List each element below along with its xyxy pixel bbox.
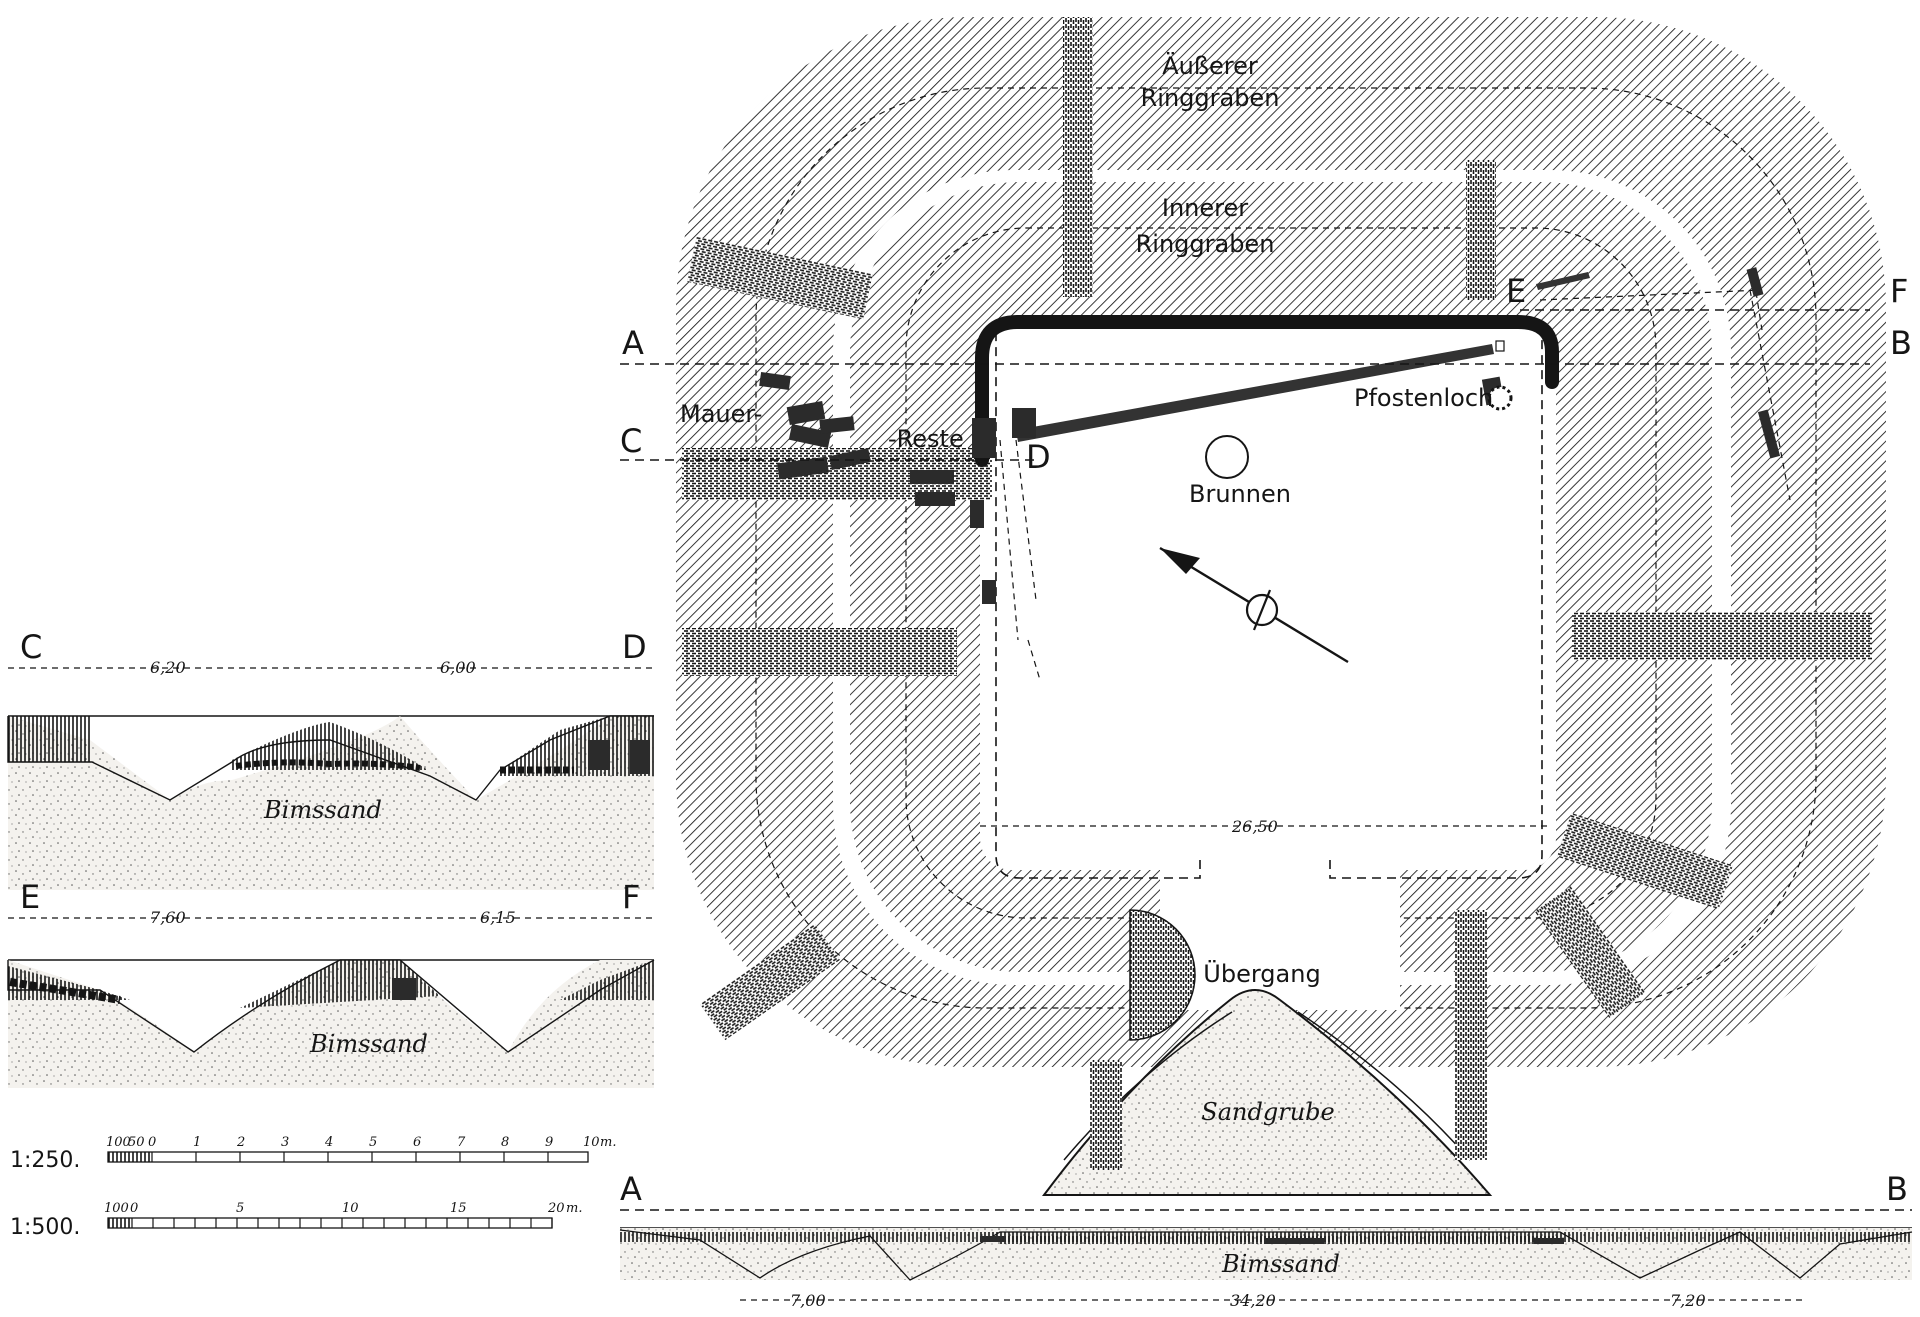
causeway-end (1129, 909, 1196, 1041)
inner-ditch-label-2: Ringgraben (1136, 230, 1275, 258)
profile-cd-right-dim: 6,00 (440, 658, 476, 677)
beam-top-right (1746, 267, 1764, 297)
profile-cd-left-letter: C (20, 628, 42, 666)
scale-250-tick-100: 100 (106, 1135, 131, 1150)
section-letter-f: F (1890, 272, 1908, 310)
wall-block-4 (970, 500, 984, 528)
profile-ab (619, 1227, 1913, 1301)
scale-250-tick-5: 5 (369, 1135, 377, 1150)
scale-500-tick-5: 5 (236, 1201, 244, 1216)
small-post-marker (1495, 340, 1505, 352)
scale-250-tick-9: 9 (545, 1135, 553, 1150)
section-letter-c: C (620, 422, 642, 460)
trench-top-right (1466, 160, 1496, 300)
interior-width-label: 26,50 (1231, 817, 1278, 836)
scale-250-unit: m. (600, 1135, 616, 1150)
section-letter-d: D (1026, 438, 1051, 476)
scale-500-tick-15: 15 (450, 1201, 467, 1216)
profile-ef-soil: Bimssand (309, 1030, 428, 1058)
interior-entrance-outline-right (1329, 330, 1543, 879)
entrance-gap (1160, 865, 1400, 1010)
section-letter-a: A (622, 324, 644, 362)
trench-diagonal-bottom-left (700, 923, 840, 1041)
profile-ab-right-dim: 7,20 (1670, 1291, 1706, 1310)
diagonal-beam (1016, 344, 1494, 442)
profile-ab-right-letter: B (1886, 1170, 1908, 1208)
scale-500-tick-100: 100 (104, 1201, 129, 1216)
profile-ab-left-dim: 7,00 (790, 1291, 826, 1310)
profile-cd-right-letter: D (622, 628, 647, 666)
profile-cd-left-dim: 6,20 (150, 658, 186, 677)
scale-250-tick-1: 1 (193, 1135, 201, 1150)
section-letter-b: B (1890, 324, 1912, 362)
scale-250-tick-0: 0 (148, 1135, 156, 1150)
trench-left-middle (682, 628, 957, 676)
sketch-dashed-beams (999, 289, 1791, 681)
trench-bottom-right (1455, 910, 1487, 1160)
scale-500-tick-10: 10 (342, 1201, 359, 1216)
interior-entrance-outline (995, 330, 1201, 879)
profile-ab-mid-dim: 34,20 (1230, 1291, 1276, 1310)
profile-ef-left-letter: E (20, 878, 40, 916)
outer-ditch-label-2: Ringgraben (1141, 84, 1280, 112)
trench-bottom-left (1090, 1060, 1122, 1170)
scale-250-tick-3: 3 (281, 1135, 289, 1150)
scale-bar-500 (107, 1217, 553, 1229)
well-symbol (1205, 435, 1249, 479)
trench-diagonal-upper-left (687, 236, 873, 320)
profile-cd-soil: Bimssand (263, 796, 382, 824)
sand-pit (1042, 989, 1493, 1196)
inner-ditch-label: Innerer (1162, 194, 1248, 222)
scale-250-tick-4: 4 (324, 1135, 333, 1150)
scale-250-tick-6: 6 (413, 1135, 421, 1150)
scale-500-tick-0: 0 (130, 1201, 138, 1216)
section-letter-e: E (1506, 272, 1526, 310)
wall-block-1 (1012, 408, 1036, 438)
crossing-label: Übergang (1203, 959, 1320, 988)
scale-500-tick-20: 20 (547, 1201, 565, 1216)
scale-500-unit: m. (566, 1201, 582, 1216)
wall-remains-fragments (759, 371, 955, 506)
scale-250-tick-2: 2 (236, 1135, 245, 1150)
scale-250-label: 1:250. (10, 1148, 80, 1173)
trench-right-inner-diagonal (1534, 886, 1646, 1018)
outer-ditch-label: Äußerer (1162, 51, 1258, 80)
scale-250-tick-7: 7 (457, 1135, 466, 1150)
sand-pit-label: Sandgrube (1201, 1098, 1334, 1126)
beam-to-f (1536, 272, 1590, 290)
scale-250-tick-50: 50 (128, 1135, 145, 1150)
post-hole-symbol (1487, 385, 1513, 411)
profile-ef (7, 917, 655, 1088)
trench-right-middle (1572, 612, 1872, 660)
scale-bar-250 (107, 1151, 589, 1163)
scale-250-tick-8: 8 (501, 1135, 509, 1150)
trench-diagonal-bottom-right (1557, 812, 1733, 910)
wall-remains-label: Mauer- (680, 400, 762, 428)
well-label: Brunnen (1189, 480, 1291, 508)
profile-ab-soil: Bimssand (1221, 1250, 1340, 1278)
trench-top-outer (1063, 17, 1093, 297)
wall-block-5 (982, 580, 996, 604)
profile-ef-right-dim: 6,15 (480, 908, 516, 927)
scale-250-tick-10: 10 (583, 1135, 600, 1150)
profile-ef-left-dim: 7,60 (150, 908, 186, 927)
profile-ef-right-letter: F (622, 878, 640, 916)
palisade-wall (975, 315, 1559, 467)
wall-block-2 (972, 418, 996, 458)
profile-ab-left-letter: A (620, 1170, 642, 1208)
wall-remains-label-2: -Reste (888, 425, 964, 453)
beam-right-low (1757, 409, 1781, 459)
scale-500-label: 1:500. (10, 1215, 80, 1240)
profile-cd (7, 667, 654, 890)
north-arrow-icon (1159, 546, 1349, 664)
post-hole-label: Pfostenloch (1354, 384, 1493, 412)
inner-ditch-centerline (905, 227, 1657, 919)
